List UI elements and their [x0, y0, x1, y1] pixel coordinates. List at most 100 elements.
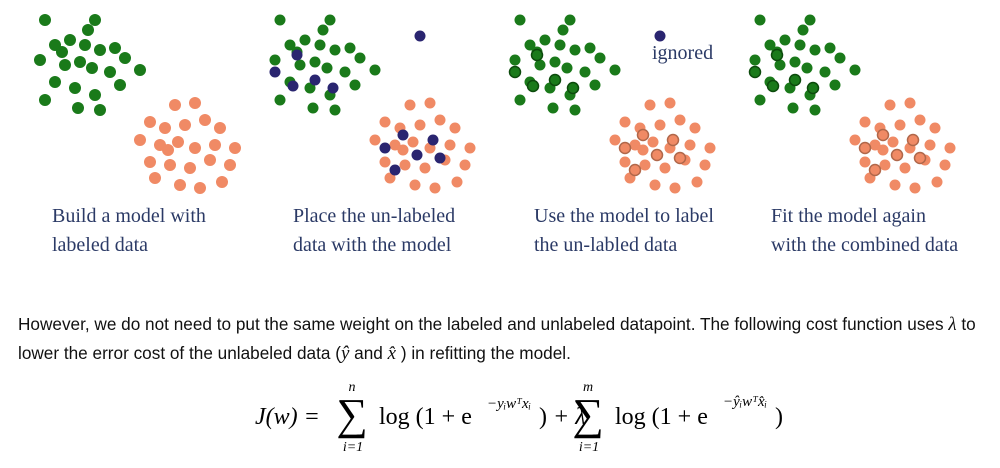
plus-lambda: + λ	[553, 404, 586, 430]
scatter-dot	[894, 119, 906, 131]
newly-labeled-dot	[858, 141, 872, 155]
scatter-dot	[699, 159, 711, 171]
newly-labeled-dot	[618, 141, 632, 155]
caption-line-1: Place the un-labeled	[293, 205, 456, 227]
scatter-dot	[174, 179, 186, 191]
scatter-dot	[194, 182, 206, 194]
scatter-dot	[569, 44, 581, 56]
scatter-dot	[329, 104, 341, 116]
scatter-dot	[284, 39, 296, 51]
scatter-dot	[754, 94, 766, 106]
scatter-dot	[339, 66, 351, 78]
scatter-dot	[294, 59, 306, 71]
sum2-lower: i=1	[578, 440, 600, 455]
scatter-dot	[547, 102, 559, 114]
scatter-dot	[159, 122, 171, 134]
scatter-dot	[779, 34, 791, 46]
scatter-dot	[514, 14, 526, 26]
scatter-dot	[794, 39, 806, 51]
scatter-dot	[754, 14, 766, 26]
scatter-dot	[399, 159, 411, 171]
scatter-dot	[109, 42, 121, 54]
newly-labeled-dot	[526, 79, 540, 93]
scatter-dot	[594, 52, 606, 64]
newly-labeled-dot	[666, 133, 680, 147]
formula-lhs: J(w) =	[255, 404, 320, 430]
scatter-dot	[114, 79, 126, 91]
panel-build-model: Build a model with labeled data	[0, 0, 245, 270]
scatter-dot	[354, 52, 366, 64]
newly-labeled-dot	[906, 133, 920, 147]
scatter-dot	[809, 104, 821, 116]
scatter-panel-4	[748, 14, 956, 194]
scatter-dot	[39, 14, 51, 26]
scatter-dot	[189, 142, 201, 154]
scatter-dot	[561, 62, 573, 74]
newly-labeled-dot	[566, 81, 580, 95]
scatter-dot	[329, 44, 341, 56]
scatter-dot	[584, 42, 596, 54]
scatter-dot	[549, 56, 561, 68]
scatter-dot	[389, 164, 401, 176]
scatter-dot	[309, 56, 321, 68]
scatter-dot	[539, 34, 551, 46]
scatter-dot	[931, 176, 943, 188]
term2-close: )	[775, 404, 783, 430]
scatter-dot	[764, 39, 776, 51]
scatter-dot	[889, 179, 901, 191]
caption-panel-1: Build a model with labeled data	[52, 202, 206, 260]
scatter-dot	[324, 14, 336, 26]
scatter-dot	[64, 34, 76, 46]
scatter-dot	[849, 64, 861, 76]
scatter-dot	[134, 134, 146, 146]
cost-function-formula: J(w) = n ∑ i=1 log (1 + e −yᵢwᵀxᵢ ) + λ …	[255, 380, 785, 460]
scatter-dot	[899, 162, 911, 174]
scatter-dot	[879, 159, 891, 171]
scatter-dot	[654, 119, 666, 131]
scatter-dot	[434, 152, 446, 164]
scatter-dot	[944, 142, 956, 154]
caption-panel-4: Fit the model again with the combined da…	[771, 202, 958, 260]
scatter-panel-1	[34, 14, 241, 194]
panel-refit-model: Fit the model again with the combined da…	[735, 0, 1000, 270]
scatter-dot	[404, 99, 416, 111]
scatter-dot	[389, 139, 401, 151]
scatter-dot	[369, 64, 381, 76]
scatter-dot	[56, 46, 68, 58]
scatter-dot	[564, 14, 576, 26]
scatter-dot	[609, 64, 621, 76]
scatter-dot	[134, 64, 146, 76]
newly-labeled-dot	[766, 79, 780, 93]
scatter-dot	[224, 159, 236, 171]
scatter-dot	[49, 76, 61, 88]
scatter-dot	[144, 116, 156, 128]
term1-close: )	[539, 404, 547, 430]
scatter-dot	[397, 144, 409, 156]
scatter-dot	[384, 172, 396, 184]
scatter-dot	[59, 59, 71, 71]
scatter-dot	[79, 39, 91, 51]
scatter-dot	[684, 139, 696, 151]
scatter-dot	[189, 97, 201, 109]
scatter-dot	[379, 116, 391, 128]
caption-line-1: Fit the model again	[771, 205, 926, 227]
scatter-dot	[644, 99, 656, 111]
scatter-dot	[184, 162, 196, 174]
scatter-dot	[317, 24, 329, 36]
scatter-dot	[434, 114, 446, 126]
scatter-dot	[829, 79, 841, 91]
newly-labeled-dot	[548, 73, 562, 87]
newly-labeled-dot	[876, 128, 890, 142]
scatter-dot	[887, 136, 899, 148]
scatter-dot	[179, 119, 191, 131]
scatter-dot	[74, 56, 86, 68]
scatter-dot	[924, 139, 936, 151]
scatter-dot	[214, 122, 226, 134]
scatter-dot	[647, 136, 659, 148]
scatter-dot	[749, 54, 761, 66]
scatter-dot	[669, 182, 681, 194]
xhat-symbol: x̂	[387, 343, 397, 364]
scatter-dot	[397, 129, 409, 141]
newly-labeled-dot	[770, 48, 784, 62]
scatter-dot	[104, 66, 116, 78]
